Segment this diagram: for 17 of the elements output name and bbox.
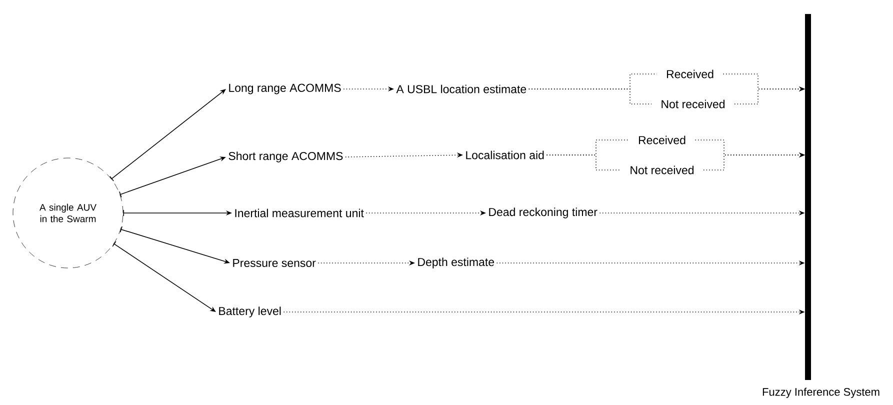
status-label: Received [638,136,686,144]
process-label: Inertial measurement unit [235,208,364,218]
process-label: Dead reckoning timer [489,208,598,218]
process-label: A USBL location estimate [396,84,526,94]
status-label: Received [666,70,714,78]
process-label: Localisation aid [466,150,544,160]
process-label: Depth estimate [418,258,494,268]
process-label: Short range ACOMMS [228,152,343,162]
status-label: Not received [630,166,694,174]
arrow [110,89,226,182]
node-label: Fuzzy Inference System [762,388,880,398]
arrow [112,241,216,312]
process-label: Pressure sensor [233,259,316,268]
process-label: Battery level [219,306,281,318]
process-label: Long range ACOMMS [229,84,341,94]
system-bar: Fuzzy Inference System [762,14,880,398]
status-label: Not received [662,100,725,108]
